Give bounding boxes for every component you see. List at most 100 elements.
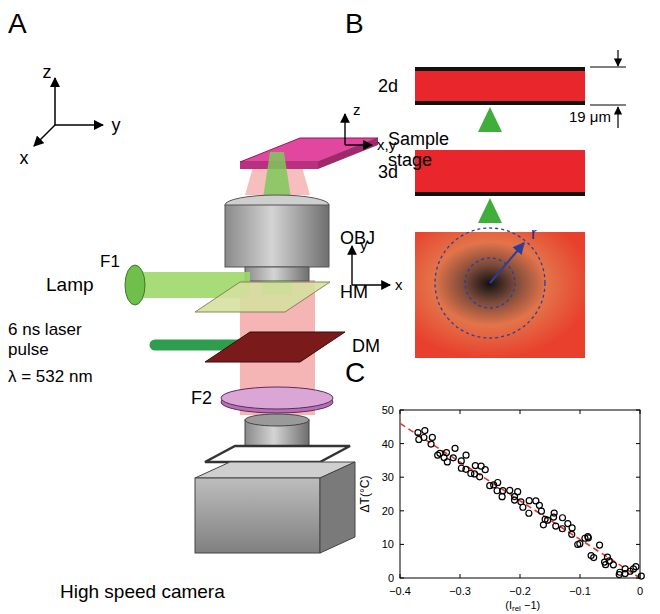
tick-label: −0.4 (389, 585, 411, 598)
axis-title-subscript: rel (512, 604, 521, 613)
part-label: DM (352, 336, 380, 357)
drawing-part (507, 487, 513, 493)
drawing-part (617, 107, 618, 128)
drawing-part (422, 428, 428, 434)
drawing-part (195, 478, 320, 553)
emission-filter (221, 387, 333, 413)
tick-label: 30 (382, 471, 394, 484)
part-label: F1 (100, 252, 120, 272)
drawing-part (553, 523, 559, 529)
drawing-part (580, 574, 581, 578)
drawing-part (344, 114, 345, 145)
part-label: OBJ (340, 228, 375, 249)
drawing-part (318, 138, 378, 169)
drawing-part (636, 544, 640, 545)
drawing-part (55, 124, 103, 126)
radius-label: r (531, 224, 537, 244)
drawing-part (400, 410, 401, 414)
drawing-part (54, 78, 56, 125)
part-label: High speed camera (60, 581, 225, 603)
sample-3d (415, 150, 585, 223)
drawing-part (478, 107, 502, 132)
drawing-part (633, 564, 639, 570)
drawing-part (444, 459, 450, 465)
part-label: HM (340, 282, 368, 303)
drawing-part (616, 572, 622, 578)
drawing-part (460, 410, 461, 414)
drawing-part (245, 414, 309, 426)
tick-label: −0.1 (569, 585, 591, 598)
drawing-part (640, 410, 641, 414)
tick-label: 40 (382, 437, 394, 450)
drawing-part (597, 542, 603, 548)
drawing-part (415, 150, 585, 192)
drawing-part (640, 574, 641, 578)
heated-spot (415, 228, 585, 358)
drawing-part (559, 515, 565, 521)
panel-letter: C (345, 357, 365, 389)
drawing-part (585, 535, 591, 541)
drawing-part (415, 101, 585, 105)
part-label: F2 (191, 388, 212, 409)
dimension-label: 3d (378, 162, 398, 183)
drawing-part (415, 232, 585, 358)
drawing-part (415, 430, 421, 436)
drawing-part (205, 446, 350, 462)
panel-letter: A (8, 8, 27, 40)
drawing-part (526, 498, 532, 504)
drawing-part (545, 517, 551, 523)
part-label: Lamp (46, 274, 94, 296)
axis-label: x (395, 276, 403, 293)
drawing-part (590, 105, 626, 106)
drawing-part (221, 387, 333, 409)
drawing-part (400, 423, 640, 578)
drawing-part (452, 445, 458, 451)
drawing-part (636, 410, 640, 411)
axis-title: (I (505, 599, 512, 612)
tick-label: 10 (382, 538, 394, 551)
sample-2d (415, 50, 626, 132)
drawing-part (225, 205, 329, 267)
drawing-part (482, 467, 488, 473)
drawing-part (34, 125, 55, 146)
panel-letter: B (345, 8, 364, 40)
drawing-part (520, 574, 521, 578)
drawing-part (460, 574, 461, 578)
drawing-part (569, 525, 575, 531)
drawing-part (428, 441, 434, 447)
drawing-part (515, 489, 521, 495)
drawing-part (500, 488, 506, 494)
half-mirror (195, 282, 330, 312)
drawing-part (526, 510, 532, 516)
drawing-part (320, 462, 355, 553)
drawing-part (435, 228, 545, 338)
tick-label: −0.2 (509, 585, 531, 598)
scatter-plot (400, 410, 644, 579)
drawing-part (536, 502, 542, 508)
drawing-part (400, 574, 401, 578)
drawing-part (551, 510, 557, 516)
drawing-part (415, 71, 585, 101)
axis-label: z (353, 101, 361, 118)
drawing-part (400, 578, 404, 579)
drawing-part (520, 410, 521, 414)
drawing-part (636, 443, 640, 444)
drawing-part (580, 410, 581, 414)
drawing-part (245, 267, 309, 281)
part-label: Sample stage (388, 129, 468, 170)
part-label: λ = 532 nm (8, 367, 93, 387)
drawing-part (478, 198, 502, 223)
drawing-part (591, 555, 597, 561)
drawing-part (603, 562, 609, 568)
drawing-part (636, 477, 640, 478)
drawing-part (472, 463, 478, 469)
objective (225, 195, 329, 281)
drawing-part (415, 192, 585, 196)
drawing-part (444, 450, 450, 456)
axis-title: −1) (524, 599, 540, 612)
axis-triad (34, 78, 103, 146)
drawing-part (499, 494, 505, 500)
drawing-part (400, 410, 640, 578)
